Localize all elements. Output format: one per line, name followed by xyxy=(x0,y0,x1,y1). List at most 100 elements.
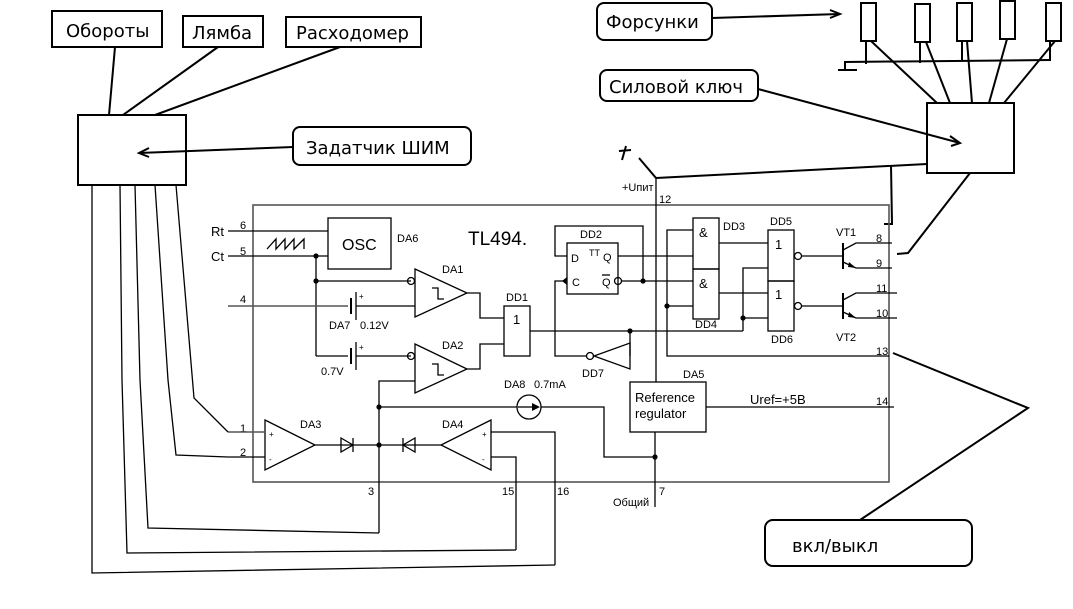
pin-2: 2 xyxy=(240,447,246,459)
dd7-label: DD7 xyxy=(582,368,604,380)
vt2-label: VT2 xyxy=(836,332,856,344)
pin-10: 10 xyxy=(876,308,888,320)
pin-7: 7 xyxy=(659,486,665,498)
ground-label: Общий xyxy=(613,497,649,509)
dd2-q: Q xyxy=(603,252,612,264)
inverter-dd7 xyxy=(592,342,631,370)
pin-14: 14 xyxy=(876,396,888,408)
supply-label: +Uпит xyxy=(622,182,654,194)
sensor-flowmeter-label: Расходомер xyxy=(296,23,409,44)
callout-injectors: Форсунки xyxy=(596,2,843,41)
controller-wires xyxy=(91,184,556,574)
sensor-rpm: Обороты xyxy=(51,10,163,48)
pin-13: 13 xyxy=(876,346,888,358)
sensor-lambda: Лямба xyxy=(182,15,264,48)
wire-supply xyxy=(655,163,928,179)
pin-3: 3 xyxy=(368,486,374,498)
pin-6: 6 xyxy=(240,220,246,232)
pin-4: 4 xyxy=(240,294,246,306)
pin-9: 9 xyxy=(876,258,882,270)
arrow-head-icon xyxy=(829,9,843,19)
wire-flowmeter xyxy=(154,46,341,116)
osc-label: OSC xyxy=(342,237,377,254)
callout-on-off: вкл/выкл xyxy=(764,352,1031,567)
pin-1: 1 xyxy=(240,423,246,435)
offset-value: 0.7V xyxy=(321,366,344,378)
osc-block xyxy=(327,217,392,270)
da7-value: 0.12V xyxy=(360,320,389,332)
dd2-label: DD2 xyxy=(580,229,602,241)
wire-lambda xyxy=(122,46,219,116)
callout-pwm-setter: Задатчик ШИМ xyxy=(136,126,472,166)
error-amp-da4: + - xyxy=(439,418,492,472)
da2-label: DA2 xyxy=(442,340,463,352)
da8-value: 0.7mA xyxy=(534,379,566,391)
pin-name-ct: Ct xyxy=(211,249,224,264)
chip-name: TL494. xyxy=(468,229,527,250)
diode-icon xyxy=(340,436,355,454)
uref-label: Uref=+5B xyxy=(750,392,806,407)
ref-line-1: Reference xyxy=(635,390,695,405)
injector xyxy=(999,0,1016,40)
dd2-c: C xyxy=(572,277,580,289)
svg-text:-: - xyxy=(269,455,272,464)
da7-label: DA7 xyxy=(329,320,350,332)
arrow-head-icon xyxy=(949,135,963,147)
svg-text:+: + xyxy=(359,292,364,301)
dd6-label: DD6 xyxy=(771,334,793,346)
error-amp-da3: + - xyxy=(264,418,317,472)
power-switch-block xyxy=(926,102,1015,174)
dd2-trigger xyxy=(566,242,619,295)
da5-label: DA5 xyxy=(683,369,704,381)
pin-name-rt: Rt xyxy=(211,224,224,239)
comparator-da2 xyxy=(406,342,469,395)
pin-15: 15 xyxy=(502,486,514,498)
callout-injectors-label: Форсунки xyxy=(606,12,699,33)
da4-label: DA4 xyxy=(442,419,463,431)
callout-power-switch: Силовой ключ xyxy=(599,69,963,147)
sensor-rpm-label: Обороты xyxy=(66,21,149,42)
dd1-label: DD1 xyxy=(506,292,528,304)
da6-label: DA6 xyxy=(397,233,418,245)
da8-label: DA8 xyxy=(504,379,525,391)
da1-label: DA1 xyxy=(442,264,463,276)
injector xyxy=(956,2,973,42)
transistor-vt1 xyxy=(842,242,892,269)
injector xyxy=(914,3,931,43)
callout-on-off-label: вкл/выкл xyxy=(792,536,878,557)
dd2-tt: TT xyxy=(589,248,600,258)
sensor-lambda-label: Лямба xyxy=(192,23,252,44)
pin-16: 16 xyxy=(557,486,569,498)
callout-power-switch-label: Силовой ключ xyxy=(609,77,743,98)
wire-rpm xyxy=(108,46,116,116)
sensor-flowmeter: Расходомер xyxy=(285,16,422,48)
comparator-da1 xyxy=(406,267,469,319)
tl494-chip-outline xyxy=(252,204,890,483)
dd3-label: DD3 xyxy=(723,221,745,233)
injector xyxy=(860,2,877,42)
dd5-symbol: 1 xyxy=(775,237,782,252)
transistor-vt2 xyxy=(842,292,897,319)
dd2-d: D xyxy=(571,253,579,265)
pin-11: 11 xyxy=(876,283,887,295)
current-source-da8-icon xyxy=(516,394,542,420)
svg-text:+: + xyxy=(482,430,487,439)
dd4-symbol: & xyxy=(699,276,708,291)
svg-text:-: - xyxy=(482,455,485,464)
dd6-symbol: 1 xyxy=(775,287,782,302)
da3-label: DA3 xyxy=(300,419,321,431)
dd2-qbar: Q xyxy=(602,277,611,289)
dd4-label: DD4 xyxy=(695,319,717,331)
svg-text:+: + xyxy=(269,430,274,439)
plus-supply-icon xyxy=(618,145,632,161)
injector-array xyxy=(838,0,1062,104)
arrow-head-icon xyxy=(136,147,150,158)
and-gate-dd4 xyxy=(692,268,720,320)
svg-text:+: + xyxy=(359,343,364,352)
controller-block xyxy=(77,114,187,186)
ref-line-2: regulator xyxy=(635,406,687,421)
injector xyxy=(1045,2,1062,42)
vt1-label: VT1 xyxy=(836,227,856,239)
pin-12: 12 xyxy=(659,194,671,206)
